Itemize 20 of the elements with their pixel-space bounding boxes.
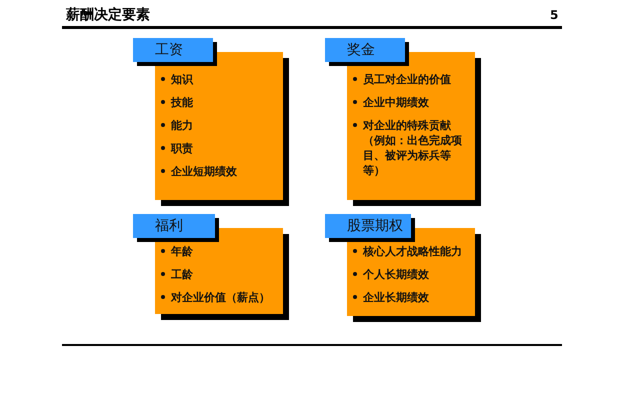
bullet-item: 企业短期绩效 — [171, 165, 237, 178]
bullet-item: 企业中期绩效 — [363, 96, 429, 109]
page-number: 5 — [550, 8, 558, 22]
bullet-item: 核心人才战略性能力 — [363, 245, 462, 258]
heading-tab: 奖金 — [325, 38, 405, 62]
bullet-item: 对企业价值（薪点） — [171, 291, 270, 304]
page-title: 薪酬决定要素 — [66, 6, 150, 24]
bullet-item: 能力 — [171, 119, 193, 132]
bullet-item: 对企业的特殊贡献（例如：出色完成项目、被评为标兵等等） — [363, 119, 462, 177]
bullet-item: 技能 — [171, 96, 193, 109]
bullet-item: 知识 — [171, 73, 193, 86]
bullet-item: 工龄 — [171, 268, 193, 281]
bullet-item: 个人长期绩效 — [363, 268, 429, 281]
bullet-item: 年龄 — [171, 245, 193, 258]
heading-tab: 股票期权 — [325, 214, 411, 238]
heading-tab: 福利 — [133, 214, 215, 238]
bullet-item: 企业长期绩效 — [363, 291, 429, 304]
bullet-item: 职责 — [171, 142, 193, 155]
heading-tab: 工资 — [133, 38, 213, 62]
bullet-item: 员工对企业的价值 — [363, 73, 451, 86]
